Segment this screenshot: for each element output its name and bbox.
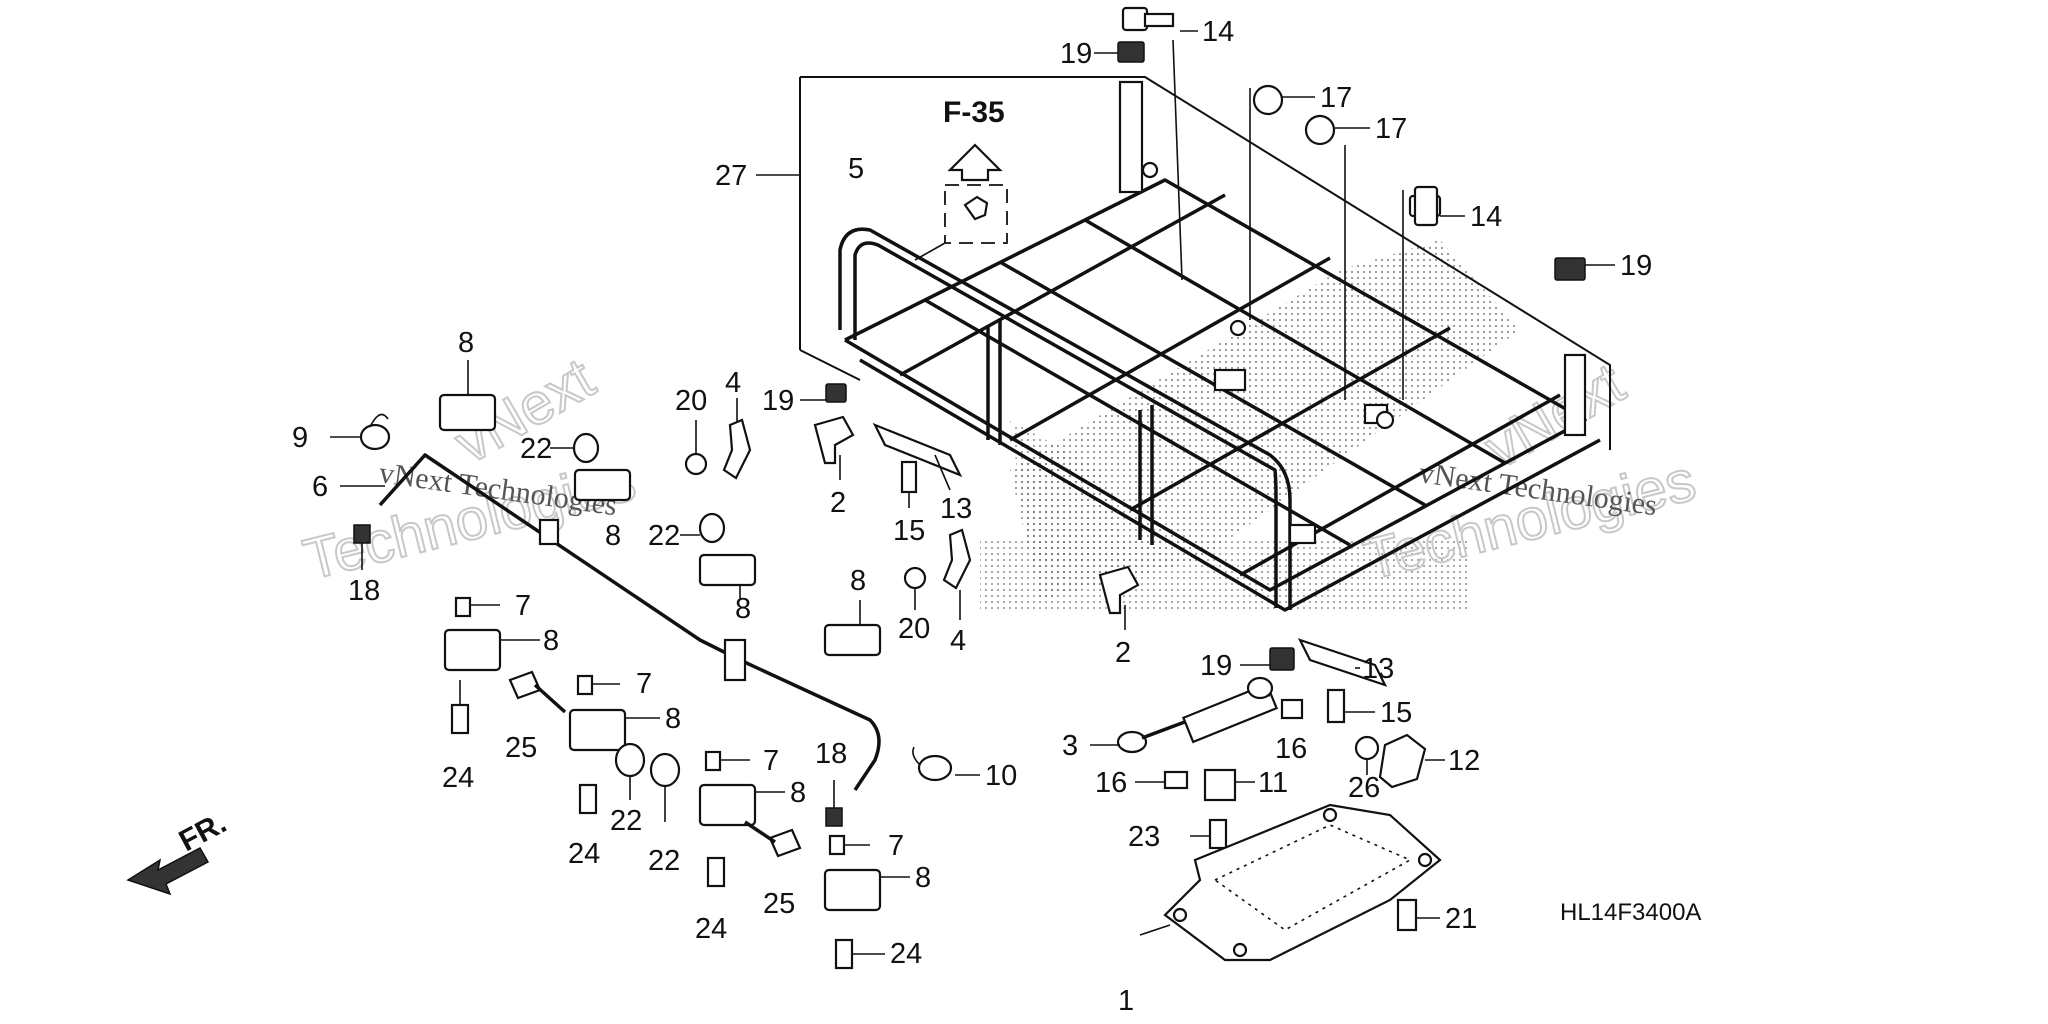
bolt-14-top — [1121, 6, 1198, 281]
callout-18: 18 — [348, 575, 380, 607]
callout-13: 13 — [1362, 653, 1394, 685]
front-arrow-label: FR. — [174, 806, 232, 858]
callout-23: 23 — [1128, 821, 1160, 853]
nut-17-a — [1252, 84, 1284, 116]
bolt-25-group — [508, 670, 802, 858]
callout-6: 6 — [312, 471, 328, 503]
callout-9: 9 — [292, 422, 308, 454]
callout-25: 25 — [505, 732, 537, 764]
callout-2: 2 — [1115, 637, 1131, 669]
bolt-21 — [1396, 898, 1418, 932]
collar-22-group — [550, 432, 726, 822]
callout-18: 18 — [815, 738, 847, 770]
callout-19: 19 — [1200, 650, 1232, 682]
callout-14: 14 — [1470, 201, 1502, 233]
spring-9 — [330, 413, 391, 451]
callout-15: 15 — [893, 515, 925, 547]
callout-14: 14 — [1202, 16, 1234, 48]
callout-8: 8 — [790, 777, 806, 809]
callout-27: 27 — [715, 160, 747, 192]
diagram-reference-code: HL14F3400A — [1560, 899, 1701, 926]
rod-6 — [340, 453, 881, 791]
bolt-15-left — [900, 460, 918, 494]
callout-20: 20 — [898, 613, 930, 645]
callout-8: 8 — [458, 327, 474, 359]
callout-8: 8 — [665, 703, 681, 735]
grommet-icon — [963, 195, 989, 221]
callout-7: 7 — [636, 668, 652, 700]
bolt-24-group — [450, 680, 885, 970]
plug-19-right — [1554, 257, 1586, 281]
callout-19: 19 — [1060, 38, 1092, 70]
collar-7-group — [454, 596, 870, 856]
callout-8: 8 — [735, 593, 751, 625]
cap-18-right — [825, 807, 843, 827]
callout-labels: 1 2 2 3 4 4 5 6 7 7 7 7 8 8 8 8 8 8 8 8 … — [292, 16, 1652, 1017]
callout-11: 11 — [1258, 767, 1288, 799]
bracket-12 — [1354, 733, 1445, 789]
plug-19-bottom — [1269, 647, 1295, 671]
latch-13-group — [872, 422, 1388, 687]
callout-17: 17 — [1375, 113, 1407, 145]
callout-25: 25 — [763, 888, 795, 920]
bolt-15-right — [1326, 688, 1346, 724]
bolt-16-b — [1163, 770, 1189, 790]
plug-19-left — [825, 383, 847, 403]
callout-1: 1 — [1118, 985, 1134, 1017]
callout-24: 24 — [442, 762, 474, 794]
callout-17: 17 — [1320, 82, 1352, 114]
callout-16: 16 — [1275, 733, 1307, 765]
gas-strut-3 — [1090, 676, 1279, 754]
callout-8: 8 — [543, 625, 559, 657]
callout-26: 26 — [1348, 772, 1380, 804]
callout-22: 22 — [520, 433, 552, 465]
spring-10 — [912, 746, 980, 782]
callout-4: 4 — [725, 367, 741, 399]
callout-24: 24 — [890, 938, 922, 970]
callout-7: 7 — [515, 590, 531, 622]
cargo-bed-frame — [838, 80, 1601, 612]
figure-reference: F-35 — [914, 96, 1008, 261]
callout-24: 24 — [568, 838, 600, 870]
bolt-14-right — [1402, 185, 1465, 400]
figure-reference-label: F-35 — [943, 96, 1005, 129]
callout-3: 3 — [1062, 730, 1078, 762]
callout-8: 8 — [850, 565, 866, 597]
callout-10: 10 — [985, 760, 1017, 792]
front-arrow-icon — [126, 847, 210, 896]
bolt-16-a — [1280, 698, 1304, 720]
callout-5: 5 — [848, 153, 864, 185]
callout-19: 19 — [762, 385, 794, 417]
callout-24: 24 — [695, 913, 727, 945]
cover-plate-1 — [1139, 803, 1442, 962]
callout-15: 15 — [1380, 697, 1412, 729]
callout-12: 12 — [1448, 745, 1480, 777]
hook-2-group — [813, 415, 1140, 630]
callout-22: 22 — [648, 845, 680, 877]
front-arrow: FR. — [126, 806, 232, 896]
callout-7: 7 — [888, 830, 904, 862]
up-arrow-icon — [947, 143, 1003, 182]
bracket-11 — [1190, 768, 1255, 850]
callout-16: 16 — [1095, 767, 1127, 799]
callout-22: 22 — [610, 805, 642, 837]
callout-13: 13 — [940, 493, 972, 525]
callout-20: 20 — [675, 385, 707, 417]
callout-2: 2 — [830, 487, 846, 519]
callout-7: 7 — [763, 745, 779, 777]
bracket-4-group — [684, 398, 972, 620]
nut-17-b — [1304, 114, 1336, 146]
callout-4: 4 — [950, 625, 966, 657]
callout-8: 8 — [605, 520, 621, 552]
callout-22: 22 — [648, 520, 680, 552]
clamp-8-group — [438, 360, 910, 912]
cap-18-left — [353, 524, 371, 544]
callout-8: 8 — [915, 862, 931, 894]
bracket-27 — [756, 76, 1611, 450]
callout-21: 21 — [1445, 903, 1477, 935]
callout-19: 19 — [1620, 250, 1652, 282]
plug-19-top — [1117, 41, 1145, 63]
